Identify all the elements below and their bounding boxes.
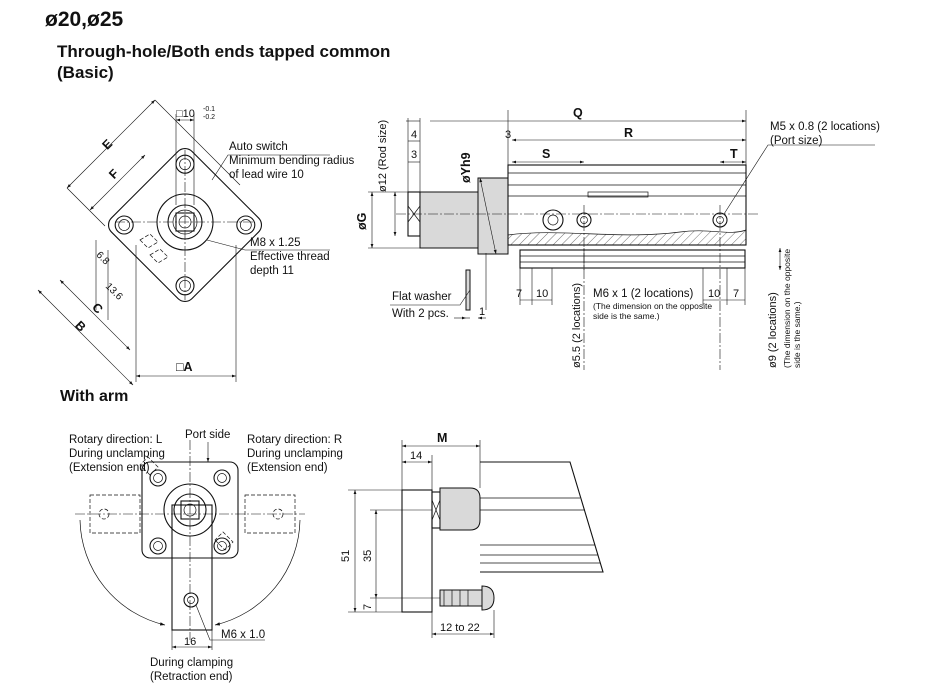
arm-side-view: M 14 51 35 7 12 to 22 (340, 431, 604, 638)
dim-Q: Q (573, 106, 583, 120)
rotary-R-line3: (Extension end) (247, 462, 328, 474)
front-body (107, 147, 263, 303)
dim-M: M (437, 431, 447, 445)
dim-14: 14 (410, 450, 422, 462)
dim-T: T (730, 147, 738, 161)
square-10-dim: □10 (176, 108, 195, 120)
front-view: □10 -0.1 -0.2 Auto switch Minimum bendin… (37, 99, 355, 386)
dim-E: E (100, 137, 116, 153)
port-size-line1: M5 x 0.8 (2 locations) (770, 121, 880, 133)
flat-washer-line2: With 2 pcs. (392, 308, 449, 320)
auto-switch-label: Auto switch (229, 141, 288, 153)
subtitle-line1: Through-hole/Both ends tapped common (57, 42, 391, 61)
size-title: ø20,ø25 (45, 8, 124, 31)
dim-12-to-22: 12 to 22 (440, 622, 480, 634)
arm-thread-label: M6 x 1.0 (221, 629, 265, 641)
rotary-R-line2: During unclamping (247, 448, 343, 460)
dim-7b: 7 (733, 288, 739, 300)
dim-6-8: 6.8 (94, 250, 112, 268)
dim-10a: 10 (536, 288, 548, 300)
dim-13-6: 13.6 (103, 281, 125, 303)
dim-7a: 7 (516, 288, 522, 300)
dim-3b: 3 (505, 129, 511, 141)
rotary-L-line1: Rotary direction: L (69, 434, 163, 446)
thread-line3: depth 11 (250, 265, 294, 277)
clamping-line1: During clamping (150, 657, 233, 669)
dim-Yh9: øYh9 (459, 152, 473, 183)
dim-7: 7 (362, 604, 374, 610)
thread-line1: M8 x 1.25 (250, 237, 301, 249)
dim-3a: 3 (411, 149, 417, 161)
hole-5-5-label: ø5.5 (2 locations) (571, 283, 583, 368)
rotary-L-line2: During unclamping (69, 448, 165, 460)
clamping-line2: (Retraction end) (150, 671, 233, 683)
dim-35: 35 (362, 550, 374, 562)
dim-51: 51 (340, 550, 352, 562)
side-view: Q R S T 4 3 3 ø12 (Rod size) øYh9 øG M5 … (355, 106, 880, 370)
dim-R: R (624, 126, 633, 140)
dim-16: 16 (184, 636, 196, 648)
dim-C: C (89, 300, 105, 316)
rotary-R-line1: Rotary direction: R (247, 434, 342, 446)
port-side-label: Port side (185, 429, 230, 441)
m6-note-line1: (The dimension on the opposite (593, 301, 712, 311)
hole-9-note-line1: (The dimension on the opposite (782, 249, 792, 368)
port-size-line2: (Port size) (770, 135, 823, 147)
tol-upper: -0.1 (203, 106, 215, 113)
tol-lower: -0.2 (203, 114, 215, 121)
arm-section-title: With arm (60, 388, 129, 405)
dim-4: 4 (411, 129, 417, 141)
arm-front-view: Port side Rotary direction: L During unc… (69, 429, 343, 683)
flat-washer-line1: Flat washer (392, 291, 452, 303)
rotary-L-line3: (Extension end) (69, 462, 150, 474)
dim-S: S (542, 147, 550, 161)
hole-9-note-line2: side is the same.) (792, 301, 802, 368)
dim-G: øG (355, 213, 369, 230)
subtitle-line2: (Basic) (57, 63, 114, 82)
m6-thread-label: M6 x 1 (2 locations) (593, 288, 694, 300)
rod-size-label: ø12 (Rod size) (377, 120, 389, 192)
dim-B: B (72, 318, 88, 334)
dim-A: □A (176, 360, 193, 374)
thread-line2: Effective thread (250, 251, 330, 263)
bending-radius-line1: Minimum bending radius (229, 155, 355, 167)
hole-9-label: ø9 (2 locations) (767, 292, 779, 368)
bending-radius-line2: of lead wire 10 (229, 169, 304, 181)
dim-1: 1 (479, 306, 485, 318)
m6-note-line2: side is the same.) (593, 311, 660, 321)
dim-10b: 10 (708, 288, 720, 300)
dim-F: F (106, 166, 122, 182)
